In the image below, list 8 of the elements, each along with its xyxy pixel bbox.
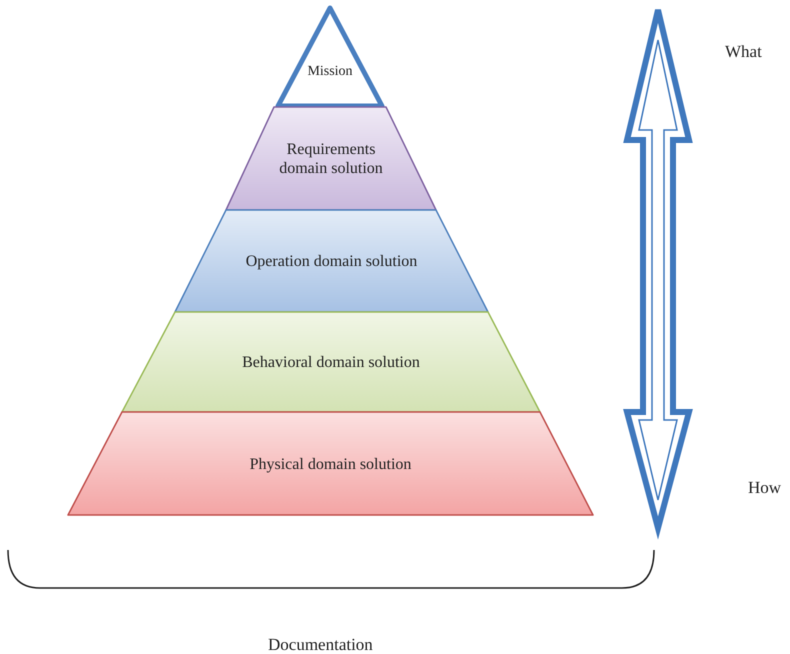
layer-label: Mission bbox=[307, 63, 353, 81]
layer-label: Physical domain solution bbox=[250, 455, 412, 474]
caption-text: Documentation bbox=[268, 635, 373, 654]
layer-label: Requirements domain solution bbox=[278, 140, 384, 178]
layer-label: Operation domain solution bbox=[246, 252, 418, 271]
layer-label: Behavioral domain solution bbox=[242, 353, 420, 372]
direction-label: How bbox=[748, 478, 782, 498]
direction-label: What bbox=[725, 42, 762, 62]
